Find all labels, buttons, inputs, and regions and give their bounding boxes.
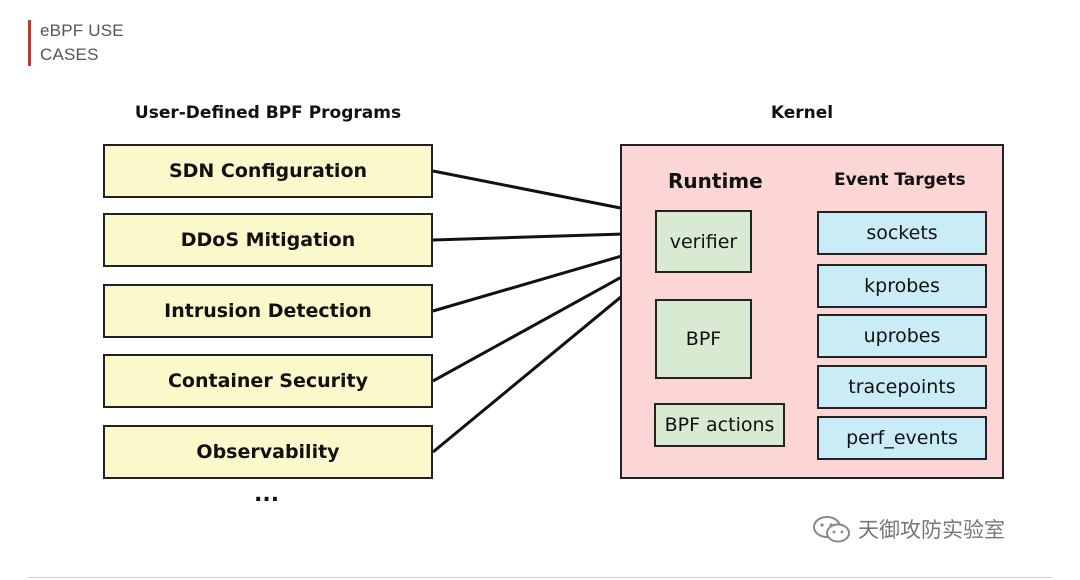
program-observability: Observability xyxy=(103,425,433,479)
watermark: 天御攻防实验室 xyxy=(812,514,1005,544)
wechat-icon xyxy=(813,516,850,543)
program-intrusion-detection: Intrusion Detection xyxy=(103,284,433,338)
programs-more-ellipsis: ... xyxy=(254,482,280,507)
watermark-text: 天御攻防实验室 xyxy=(858,518,1005,542)
connector-sdn-verifier xyxy=(432,169,657,217)
bpf-box: BPF xyxy=(655,299,752,379)
program-container-security: Container Security xyxy=(103,354,433,408)
target-sockets: sockets xyxy=(817,211,987,255)
connector-intrusion-verifier xyxy=(432,244,657,313)
target-perf-events: perf_events xyxy=(817,416,987,460)
header-accent-bar xyxy=(28,20,31,66)
verifier-box: verifier xyxy=(655,210,752,273)
target-tracepoints: tracepoints xyxy=(817,365,987,409)
target-kprobes: kprobes xyxy=(817,264,987,308)
runtime-heading: Runtime xyxy=(668,169,763,193)
connector-ddos-verifier xyxy=(432,231,657,242)
bottom-divider xyxy=(28,577,1052,578)
event-targets-heading: Event Targets xyxy=(834,170,966,190)
kernel-heading: Kernel xyxy=(770,103,834,123)
user-programs-heading: User-Defined BPF Programs xyxy=(134,103,402,123)
program-sdn-configuration: SDN Configuration xyxy=(103,144,433,198)
connector-container-verifier xyxy=(432,256,657,383)
target-uprobes: uprobes xyxy=(817,314,987,358)
program-ddos-mitigation: DDoS Mitigation xyxy=(103,213,433,267)
slide-title: eBPF USE CASES xyxy=(40,21,124,64)
connector-observability-verifier xyxy=(432,266,657,454)
bpf-actions-box: BPF actions xyxy=(654,403,785,447)
